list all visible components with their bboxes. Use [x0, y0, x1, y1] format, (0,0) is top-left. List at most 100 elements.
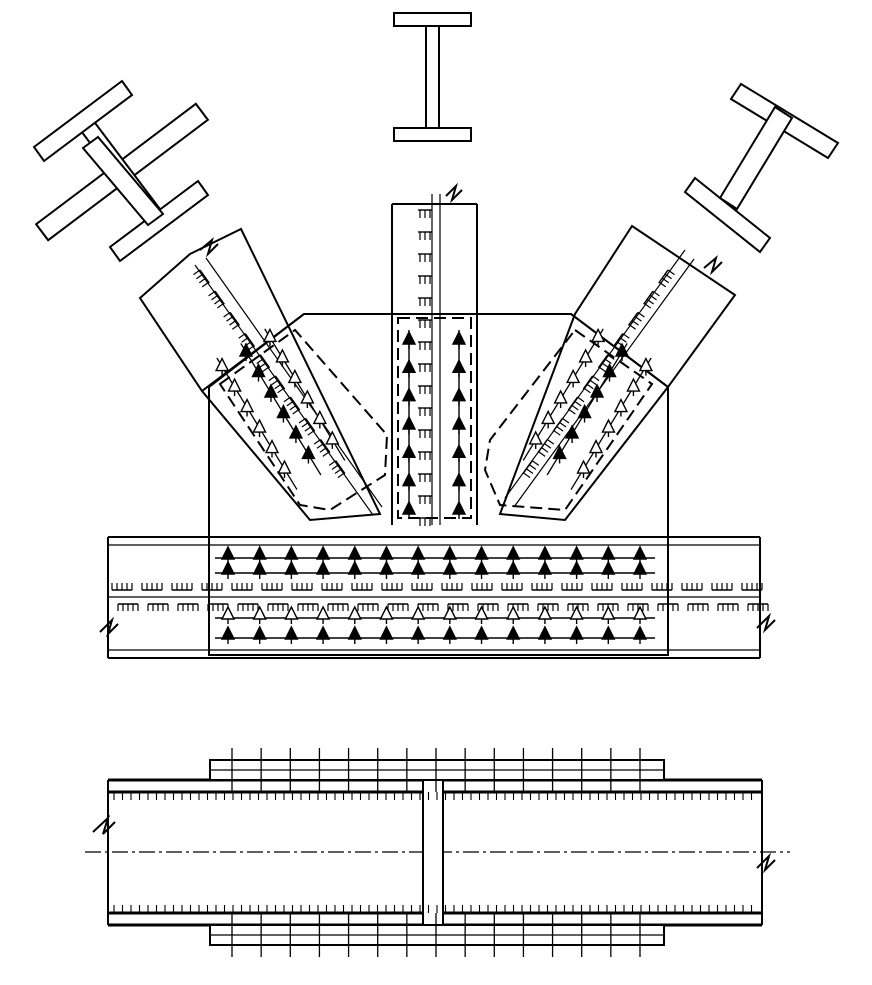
rivet-head: [379, 560, 394, 575]
diagonal-weld-tick: [583, 387, 591, 394]
rivet-symbol: [442, 560, 457, 579]
rivet-symbol: [576, 459, 591, 479]
rivet-symbol: [284, 560, 299, 579]
rivet-symbol: [220, 605, 236, 624]
rivet-head: [252, 545, 267, 560]
diagonal-weld-tick: [277, 387, 285, 394]
diagonal-weld-tick: [604, 358, 612, 364]
rivet-symbol: [252, 560, 267, 579]
diagonal-weld-tick: [541, 447, 549, 453]
diagonal-weld-tick: [198, 277, 207, 284]
diagonal-weld-tick: [658, 281, 667, 288]
rivet-symbol: [601, 605, 616, 624]
rivet-head: [632, 625, 648, 640]
elevation-view: [32, 12, 840, 659]
rivet-head: [347, 625, 362, 640]
diagonal-weld-tick: [643, 302, 652, 309]
diagonal-weld-comb: [289, 396, 301, 411]
rivet-head: [379, 545, 394, 560]
diagonal-weld-tick: [301, 421, 309, 428]
rivet-head: [284, 605, 299, 620]
rivet-symbol: [569, 625, 584, 644]
rivet-symbol: [537, 605, 553, 624]
diagonal-weld-tick: [607, 354, 615, 360]
diagonal-weld-comb: [335, 460, 346, 475]
rivet-head: [632, 545, 648, 560]
left-diagonal-rivets: [214, 327, 346, 490]
diagonal-weld-tick: [201, 281, 210, 288]
rivet-symbol: [553, 389, 568, 408]
diagonal-weld-tick: [661, 277, 670, 284]
diagonal-weld-tick: [298, 417, 306, 424]
rivet-symbol: [284, 625, 299, 644]
plan-view: [85, 748, 790, 957]
diagonal-weld-tick: [622, 333, 630, 339]
rivet-head: [474, 545, 489, 560]
rivet-symbol: [312, 409, 327, 429]
rivet-symbol: [590, 327, 606, 347]
rivet-head: [411, 625, 426, 640]
rivet-head: [220, 545, 236, 560]
rivet-head: [569, 625, 584, 640]
diagonal-weld-tick: [238, 333, 246, 339]
rivet-head: [506, 625, 521, 640]
rivet-symbol: [252, 625, 267, 644]
rivet-symbol: [528, 430, 543, 449]
diagonal-weld-tick: [574, 400, 582, 407]
diagonal-weld-tick: [547, 439, 555, 445]
rivet-head: [315, 545, 331, 560]
diagonal-weld-tick: [253, 354, 261, 360]
rivet-symbol: [552, 444, 567, 464]
rivet-head: [632, 560, 648, 575]
rivet-head: [252, 560, 267, 575]
rivet-head: [601, 625, 616, 640]
rivet-head: [442, 625, 457, 640]
rivet-symbol: [577, 403, 592, 423]
rivet-symbol: [276, 403, 291, 423]
diagonal-weld-tick: [337, 472, 345, 479]
plan-weld-ticks: [113, 792, 753, 913]
rivet-symbol: [601, 625, 616, 644]
plan-vertical-plate: [422, 779, 444, 926]
rivet-symbol: [601, 560, 616, 579]
vertical-rivets: [401, 330, 467, 519]
diagonal-weld-tick: [196, 273, 204, 280]
rivet-head: [537, 560, 553, 575]
diagonal-weld-tick: [289, 404, 297, 411]
break-marks: [99, 182, 776, 638]
chord-weld-marks: [111, 583, 769, 611]
rivet-symbol: [411, 605, 426, 624]
rivet-head: [601, 545, 616, 560]
rivet-symbol: [537, 560, 553, 579]
rivet-head: [379, 605, 394, 620]
diagonal-weld-comb: [567, 396, 579, 411]
rivet-symbol: [569, 605, 584, 624]
right-diagonal-weld-marks: [522, 269, 675, 479]
diagonal-weld-tick: [193, 269, 201, 276]
rivet-symbol: [506, 560, 521, 579]
diagonal-weld-tick: [531, 460, 540, 466]
diagonal-weld-tick: [229, 320, 237, 326]
diagonal-weld-comb: [522, 460, 533, 475]
rivet-head: [474, 605, 489, 620]
diagonal-weld-comb: [320, 439, 331, 453]
rivet-symbol: [347, 625, 362, 644]
diagonal-weld-tick: [274, 383, 282, 390]
rivet-symbol: [315, 605, 331, 624]
diagonal-weld-comb: [274, 375, 286, 390]
rivet-symbol: [613, 397, 629, 417]
rivet-symbol: [506, 625, 521, 644]
right-member-section-flanges: [683, 82, 840, 254]
rivet-symbol: [626, 377, 641, 397]
diagonal-weld-comb: [643, 290, 654, 305]
diagonal-weld-tick: [268, 375, 276, 382]
rivet-symbol: [220, 625, 236, 644]
diagonal-weld-tick: [529, 464, 537, 470]
diagonal-weld-tick: [649, 294, 657, 301]
rivet-symbol: [379, 560, 394, 579]
diagonal-weld-tick: [589, 379, 597, 386]
rivet-head: [347, 605, 362, 620]
vertical-member: [391, 194, 478, 525]
rivet-symbol: [214, 356, 230, 376]
